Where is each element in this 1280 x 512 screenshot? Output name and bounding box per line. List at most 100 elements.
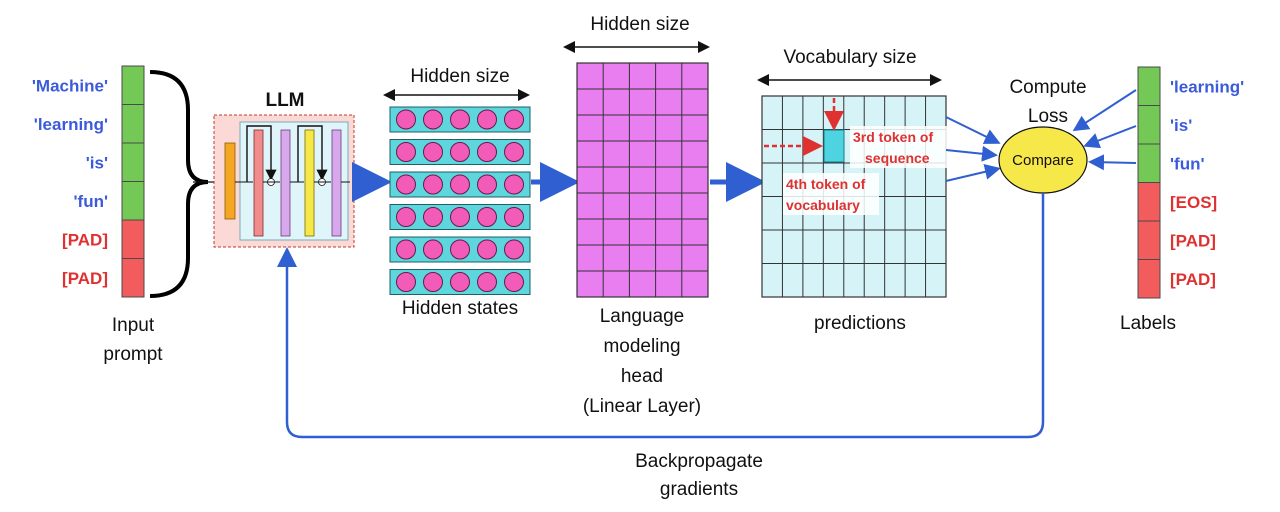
hidden-unit (504, 109, 524, 130)
hidden-unit (477, 174, 497, 195)
vocab-size-label: Vocabulary size (783, 47, 916, 68)
llm-ffn-layer (304, 129, 315, 237)
llm-title: LLM (265, 90, 304, 111)
hidden-unit (504, 272, 524, 292)
hidden-unit (423, 109, 443, 130)
input-token-label: 'is' (86, 153, 108, 172)
label-cell (1137, 220, 1161, 260)
arrow-label-to-compare-3 (1088, 154, 1137, 171)
hidden-unit (450, 109, 470, 130)
hidden-unit (477, 109, 497, 130)
input-token-label: 'fun' (73, 192, 108, 211)
arrow-label-to-compare-2 (1083, 125, 1137, 149)
backprop-label-line1: Backpropagate (635, 451, 763, 472)
loss-title-line2: Loss (1028, 106, 1068, 127)
label-token-label: [PAD] (1170, 231, 1216, 250)
hidden-unit (396, 109, 416, 130)
input-caption-line1: Input (112, 315, 155, 336)
hidden-unit (396, 174, 416, 195)
head-caption-line2: modeling (603, 336, 680, 357)
lm-head-grid (576, 62, 709, 298)
input-cell (121, 181, 145, 221)
input-token-label: [PAD] (62, 230, 108, 249)
head-caption-line4: (Linear Layer) (583, 396, 701, 417)
input-cell (121, 142, 145, 182)
label-cell (1137, 66, 1161, 106)
arrow-pred-to-compare-3 (945, 163, 1001, 182)
hidden-size-label: Hidden size (410, 66, 509, 87)
hidden-unit (423, 207, 443, 227)
head-caption-line1: Language (600, 306, 685, 327)
input-caption-line2: prompt (103, 344, 163, 365)
hidden-unit (396, 239, 416, 260)
label-cell (1137, 105, 1161, 145)
arrow-pred-to-compare-1 (945, 116, 1001, 144)
input-token-labels: 'Machine' 'learning' 'is' 'fun' [PAD] [PAD] (32, 76, 108, 288)
seq-annotation-line2: sequence (865, 150, 930, 166)
vocab-annotation-line2: vocabulary (786, 197, 860, 213)
hidden-unit (450, 174, 470, 195)
loss-title-line1: Compute (1009, 77, 1086, 98)
input-cell (121, 258, 145, 298)
hidden-unit (423, 142, 443, 162)
input-brace (149, 70, 209, 298)
label-token-labels: 'learning' 'is' 'fun' [EOS] [PAD] [PAD] (1170, 77, 1244, 289)
highlighted-prediction-cell (823, 129, 845, 163)
hidden-states-caption: Hidden states (402, 298, 518, 319)
predictions-caption: predictions (814, 313, 906, 334)
llm-norm-layer-2 (331, 129, 342, 237)
input-token-label: 'learning' (34, 115, 108, 134)
lm-head-matrix (576, 62, 709, 298)
seq-annotation-line1: 3rd token of (853, 129, 933, 145)
vocab-annotation-line1: 4th token of (786, 176, 866, 192)
input-token-column (121, 65, 145, 298)
label-cell (1137, 182, 1161, 222)
label-token-column (1137, 66, 1161, 299)
input-cell (121, 104, 145, 144)
head-size-label: Hidden size (590, 14, 689, 35)
llm-norm-layer-1 (280, 129, 291, 237)
hidden-unit (423, 174, 443, 195)
arrow-label-to-compare-1 (1072, 89, 1137, 132)
hidden-unit (423, 272, 443, 292)
compare-label: Compare (1012, 152, 1074, 169)
backprop-arrow (277, 193, 1045, 439)
hidden-unit (396, 272, 416, 292)
head-caption-line3: head (621, 366, 663, 387)
label-token-label: 'is' (1170, 116, 1192, 135)
hidden-unit (450, 239, 470, 260)
input-cell (121, 219, 145, 259)
hidden-unit (450, 272, 470, 292)
labels-caption: Labels (1120, 313, 1176, 334)
hidden-states-grid (389, 106, 531, 295)
hidden-unit (477, 239, 497, 260)
hidden-unit (477, 142, 497, 162)
hidden-unit (477, 207, 497, 227)
input-token-label: 'Machine' (32, 76, 108, 95)
arrow-pred-to-compare-2 (945, 145, 998, 162)
label-cell (1137, 259, 1161, 299)
llm-attention-layer (253, 129, 264, 237)
hidden-unit (504, 207, 524, 227)
input-cell (121, 65, 145, 105)
llm-embedding-layer (224, 142, 236, 220)
hidden-unit (504, 239, 524, 260)
hidden-unit (450, 207, 470, 227)
vocab-annotation-bg (783, 173, 879, 215)
label-token-label: 'learning' (1170, 77, 1244, 96)
label-token-label: 'fun' (1170, 154, 1205, 173)
hidden-unit (504, 142, 524, 162)
label-cell (1137, 143, 1161, 183)
hidden-unit (450, 142, 470, 162)
label-token-label: [EOS] (1170, 193, 1217, 212)
backprop-label-line2: gradients (660, 479, 738, 500)
llm-residual-2 (297, 125, 328, 182)
hidden-unit (423, 239, 443, 260)
hidden-unit (504, 174, 524, 195)
seq-annotation-bg (850, 126, 948, 168)
input-token-label: [PAD] (62, 269, 108, 288)
label-token-label: [PAD] (1170, 270, 1216, 289)
hidden-unit (396, 142, 416, 162)
llm-residual-1 (246, 125, 277, 182)
